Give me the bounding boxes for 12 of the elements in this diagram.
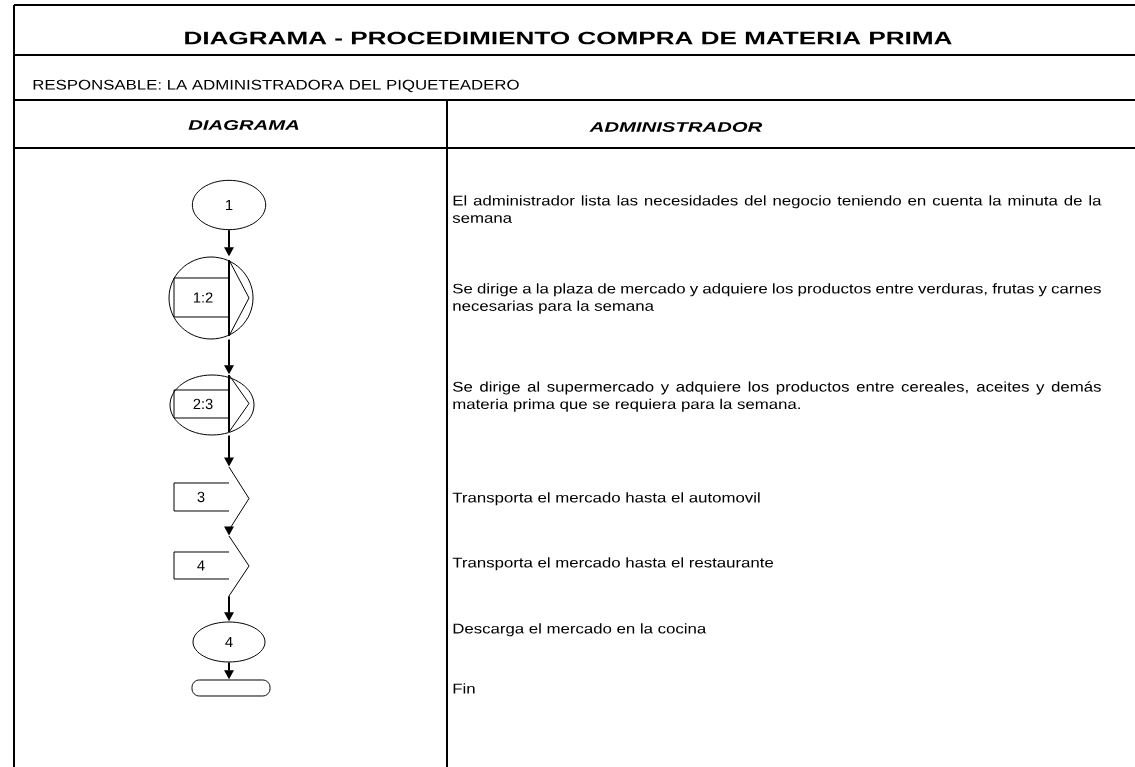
step-description: Descarga el mercado en la cocina bbox=[453, 623, 707, 637]
column-header: ADMINISTRADOR bbox=[589, 122, 763, 132]
step-description: Se dirige al supermercado y adquiere los productos entre cereales, aceites y demás materia prima que se requiera para la semana. bbox=[453, 381, 1101, 412]
step-description: El administrador lista las necesidades del negocio teniendo en cuenta la minuta de la semana bbox=[452, 195, 1102, 223]
responsible-label: RESPONSABLE: LA ADMINISTRADORA DEL PIQUETEADERO bbox=[33, 79, 519, 93]
title: DIAGRAMA - PROCEDIMIENTO COMPRA DE MATERIA PRIMA bbox=[185, 31, 952, 45]
step-description: Transporta el mercado hasta el automovil bbox=[452, 492, 760, 506]
step-description: Se dirige a la plaza de mercado y adquiere los productos entre verduras, frutas y carnes necesarias para la semana bbox=[453, 283, 1101, 314]
column-header: DIAGRAMA bbox=[188, 120, 299, 130]
step-description: Fin bbox=[453, 683, 475, 694]
step-description: Transporta el mercado hasta el restaurante bbox=[452, 557, 773, 571]
end-terminator bbox=[191, 679, 271, 697]
